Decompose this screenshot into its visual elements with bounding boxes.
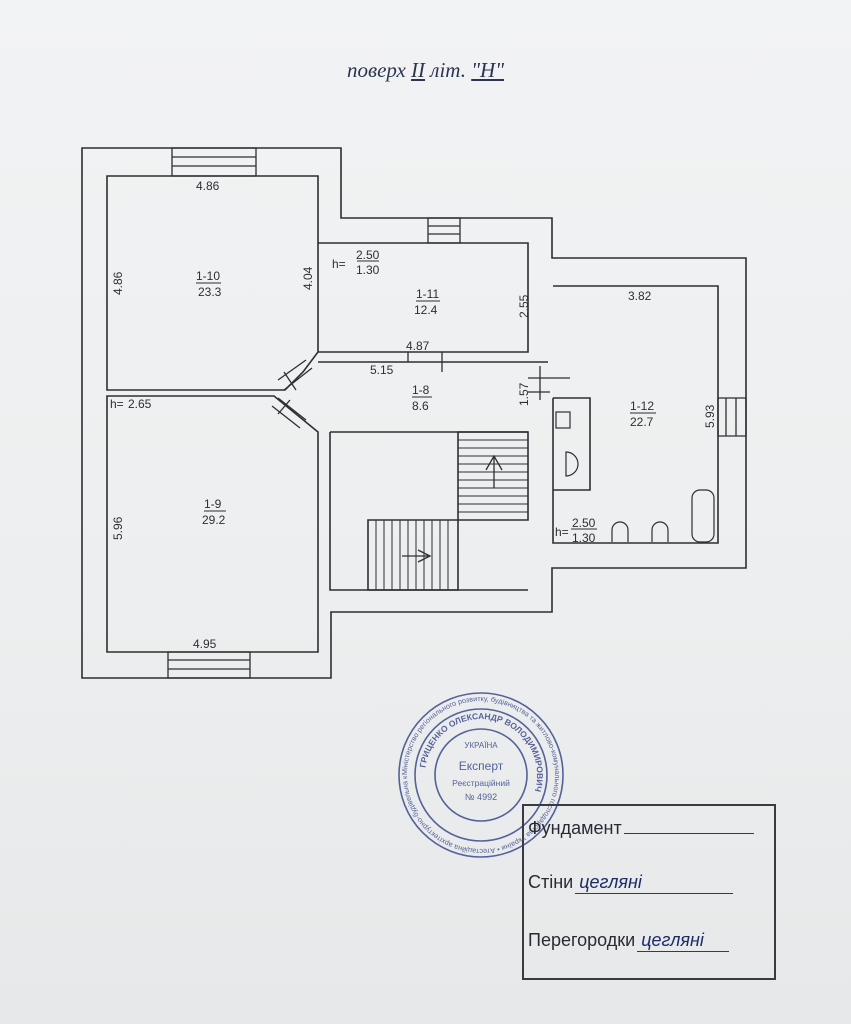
legend-foundation-row: Фундамент: [528, 818, 754, 839]
sink-1: [555, 411, 571, 429]
door-1-12: [528, 366, 570, 400]
title-lit: літ.: [430, 58, 466, 82]
title-letter: "Н": [471, 58, 505, 82]
stair-upper: [457, 431, 529, 521]
room-1-9-area: 29.2: [202, 513, 226, 527]
stair-arrow-up: [485, 454, 503, 488]
room-1-12-id: 1-12: [630, 399, 654, 413]
stair-lower: [367, 519, 459, 591]
height-1-9-prefix: h=: [110, 397, 124, 411]
dim-r9-left: 5.96: [111, 516, 125, 540]
page-title: поверх II літ. "Н": [0, 58, 851, 83]
stair-arrow-right: [402, 549, 432, 563]
height-1-9-value: 2.65: [128, 397, 152, 411]
legend-walls-value: цегляні: [575, 872, 734, 894]
stamp-country: УКРАЇНА: [464, 741, 498, 750]
window-1-9: [167, 651, 251, 679]
exterior-wall: [81, 147, 747, 679]
bathtub: [691, 489, 715, 543]
legend-walls-label: Стіни: [528, 872, 574, 892]
window-1-10: [171, 147, 257, 177]
legend-partitions-value: цегляні: [637, 930, 730, 952]
window-1-12: [717, 397, 747, 437]
room-1-8-area: 8.6: [412, 399, 429, 413]
title-prefix: поверх: [346, 58, 406, 82]
legend-foundation-value: [623, 833, 754, 834]
height-1-12-lower: 1.30: [572, 531, 596, 545]
expert-stamp: Міністерство регіонального розвитку, буд…: [396, 690, 564, 858]
dim-r10-right: 4.04: [301, 266, 315, 290]
room-1-12-wall: [552, 285, 719, 544]
dim-r11-bottom: 4.87: [406, 339, 430, 353]
dim-r9-bottom: 4.95: [193, 637, 217, 651]
dim-r12-right: 5.93: [703, 404, 717, 428]
stamp-reg-number: № 4992: [465, 792, 497, 802]
height-1-11-prefix: h=: [332, 257, 346, 271]
title-floor: II: [411, 58, 426, 82]
room-1-12-area: 22.7: [630, 415, 654, 429]
stamp-role: Експерт: [459, 759, 504, 773]
dim-r8-right: 1.57: [517, 382, 531, 406]
room-1-10-wall: [106, 175, 319, 391]
legend-partitions-label: Перегородки: [528, 930, 636, 950]
room-1-10-id: 1-10: [196, 269, 220, 283]
room-1-12-niche: [553, 397, 591, 491]
corridor-1-8-wall: [318, 361, 548, 591]
stamp-reg-label: Реєстраційний: [452, 778, 510, 788]
height-1-12-upper: 2.50: [572, 516, 596, 530]
dim-r10-left: 4.86: [111, 271, 125, 295]
room-1-8-id: 1-8: [412, 383, 430, 397]
toilet-2: [651, 521, 669, 542]
room-1-11-id: 1-11: [416, 287, 439, 301]
door-1-11: [407, 352, 443, 372]
height-1-11-lower: 1.30: [356, 263, 380, 277]
sink-2: [565, 451, 579, 477]
dim-r11-right: 2.55: [517, 294, 531, 318]
room-1-9-wall: [106, 395, 319, 653]
toilet-1: [611, 521, 629, 542]
room-1-11-wall: [318, 242, 529, 353]
door-1-9: [271, 397, 307, 429]
dim-r8-top: 5.15: [370, 363, 394, 377]
room-1-9-id: 1-9: [204, 497, 222, 511]
room-1-11-area: 12.4: [414, 303, 438, 317]
window-1-11: [427, 217, 461, 244]
door-1-10: [277, 359, 313, 391]
dim-r10-top: 4.86: [196, 179, 220, 193]
room-1-10-area: 23.3: [198, 285, 222, 299]
height-1-11-upper: 2.50: [356, 248, 380, 262]
height-1-12-prefix: h=: [555, 525, 569, 539]
legend-foundation-label: Фундамент: [528, 818, 622, 838]
dim-r12-top: 3.82: [628, 289, 652, 303]
